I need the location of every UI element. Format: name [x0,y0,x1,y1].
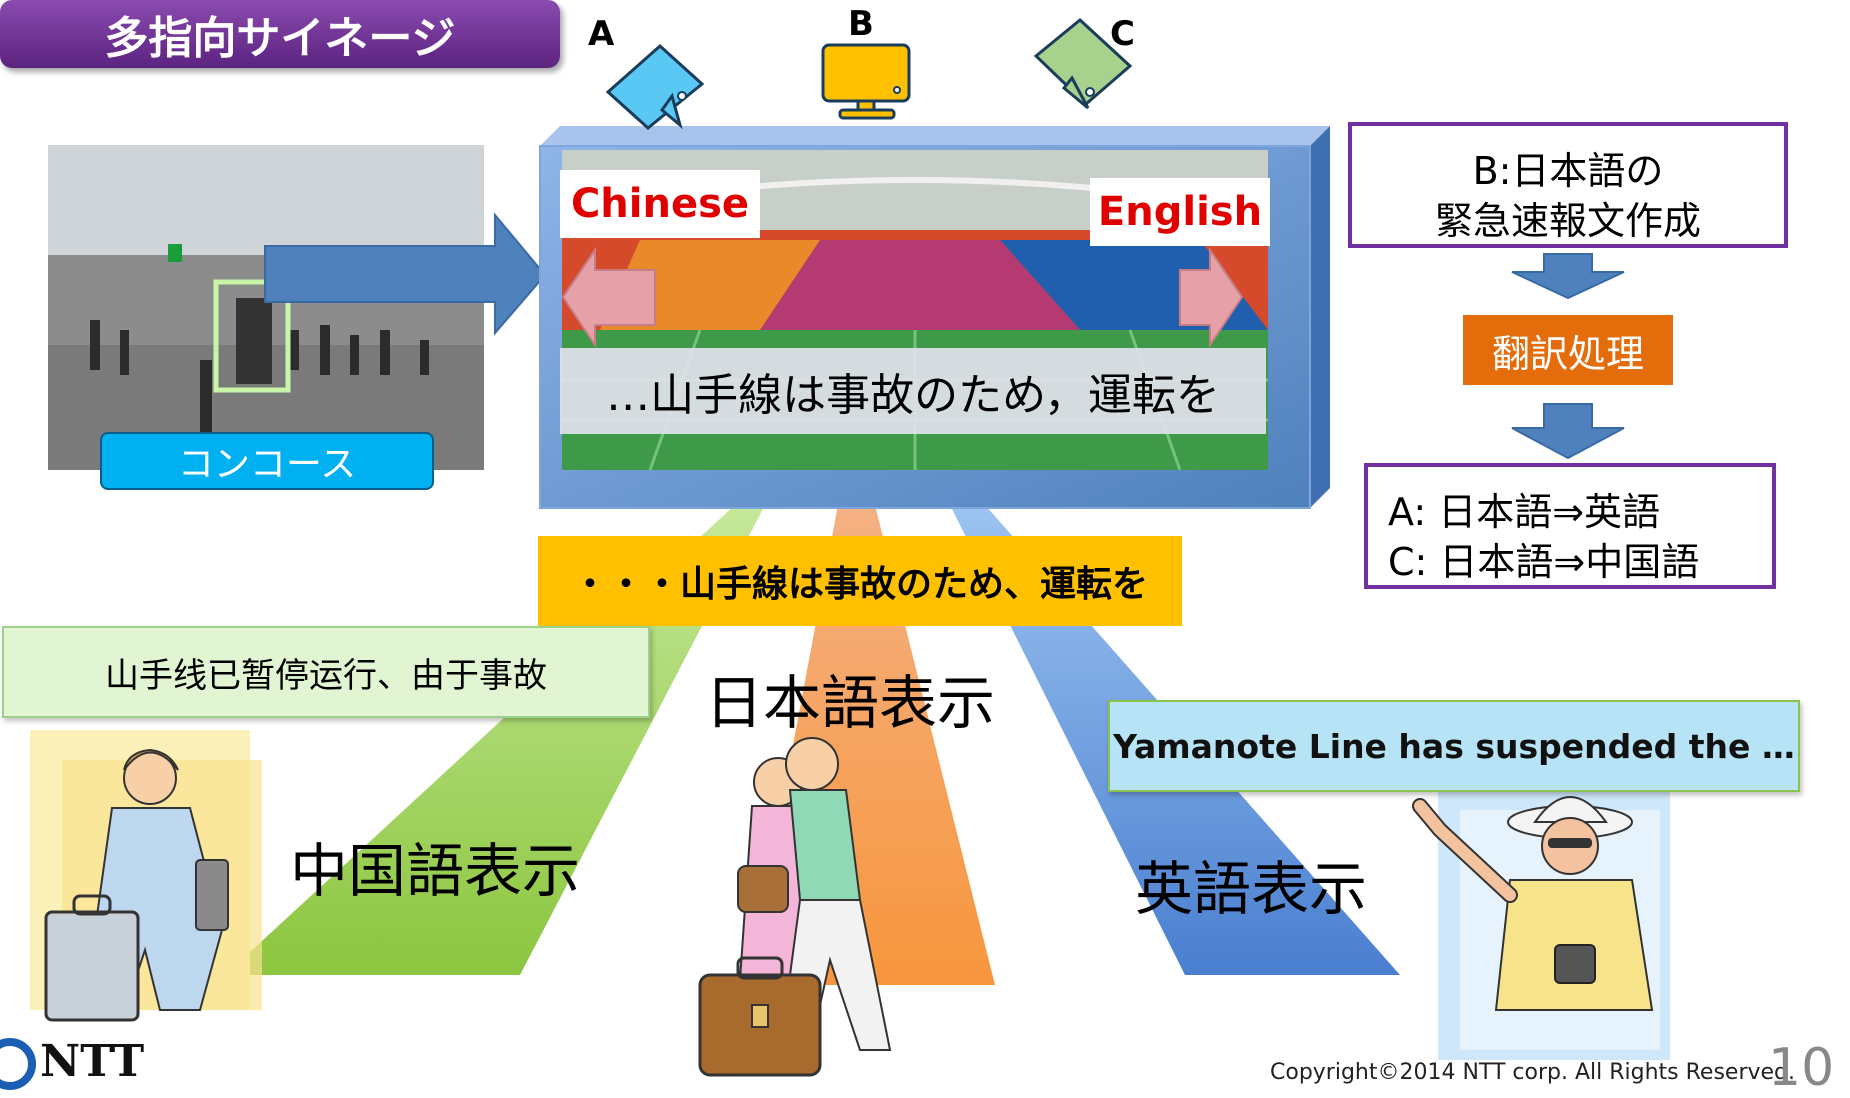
process-step-result: A: 日本語⇒英語 C: 日本語⇒中国語 [1364,463,1776,589]
process-arrow-2 [1511,403,1625,460]
concourse-photo [48,145,484,470]
arrow-left [561,246,656,349]
arrow-right [1179,246,1244,349]
page-title: 多指向サイネージ [0,0,560,68]
woman-traveler-illustration [30,730,262,1022]
device-a-icon [605,43,705,130]
page-number: 10 [1768,1038,1835,1098]
process-step-create: B:日本語の 緊急速報文作成 [1348,122,1788,248]
process-step-create-line1: B:日本語の [1472,149,1664,193]
device-c-label: C [1110,14,1135,54]
chinese-tag: Chinese [560,170,760,238]
english-message: Yamanote Line has suspended the … [1108,700,1800,792]
tourist-illustration [1412,788,1670,1060]
ntt-logo-mark [0,1038,36,1090]
process-arrow-1 [1511,253,1625,300]
device-b-icon [821,43,911,120]
copyright: Copyright©2014 NTT corp. All Rights Rese… [1270,1060,1796,1085]
process-step-create-line2: 緊急速報文作成 [1434,199,1701,243]
japanese-display-label: 日本語表示 [705,669,996,737]
process-step-result-line1: A: 日本語⇒英語 [1388,490,1661,534]
japanese-message: ・・・山手線は事故のため、運転を [538,536,1182,626]
screen-caption: …山手線は事故のため，運転を [560,348,1266,434]
chinese-message: 山手线已暂停运行、由于事故 [2,626,650,718]
couple-travelers-illustration [698,737,892,1077]
concourse-label: コンコース [100,432,434,490]
process-step-result-line2: C: 日本語⇒中国語 [1388,540,1700,584]
process-step-translate: 翻訳処理 [1463,315,1673,385]
device-b-label: B [848,4,874,44]
ntt-logo-text: NTT [40,1036,145,1087]
device-c-icon [1033,18,1133,110]
arrow-to-screen [264,212,547,336]
chinese-display-label: 中国語表示 [290,837,581,905]
english-display-label: 英語表示 [1135,855,1368,923]
device-a-label: A [588,14,615,54]
english-tag: English [1090,178,1270,246]
